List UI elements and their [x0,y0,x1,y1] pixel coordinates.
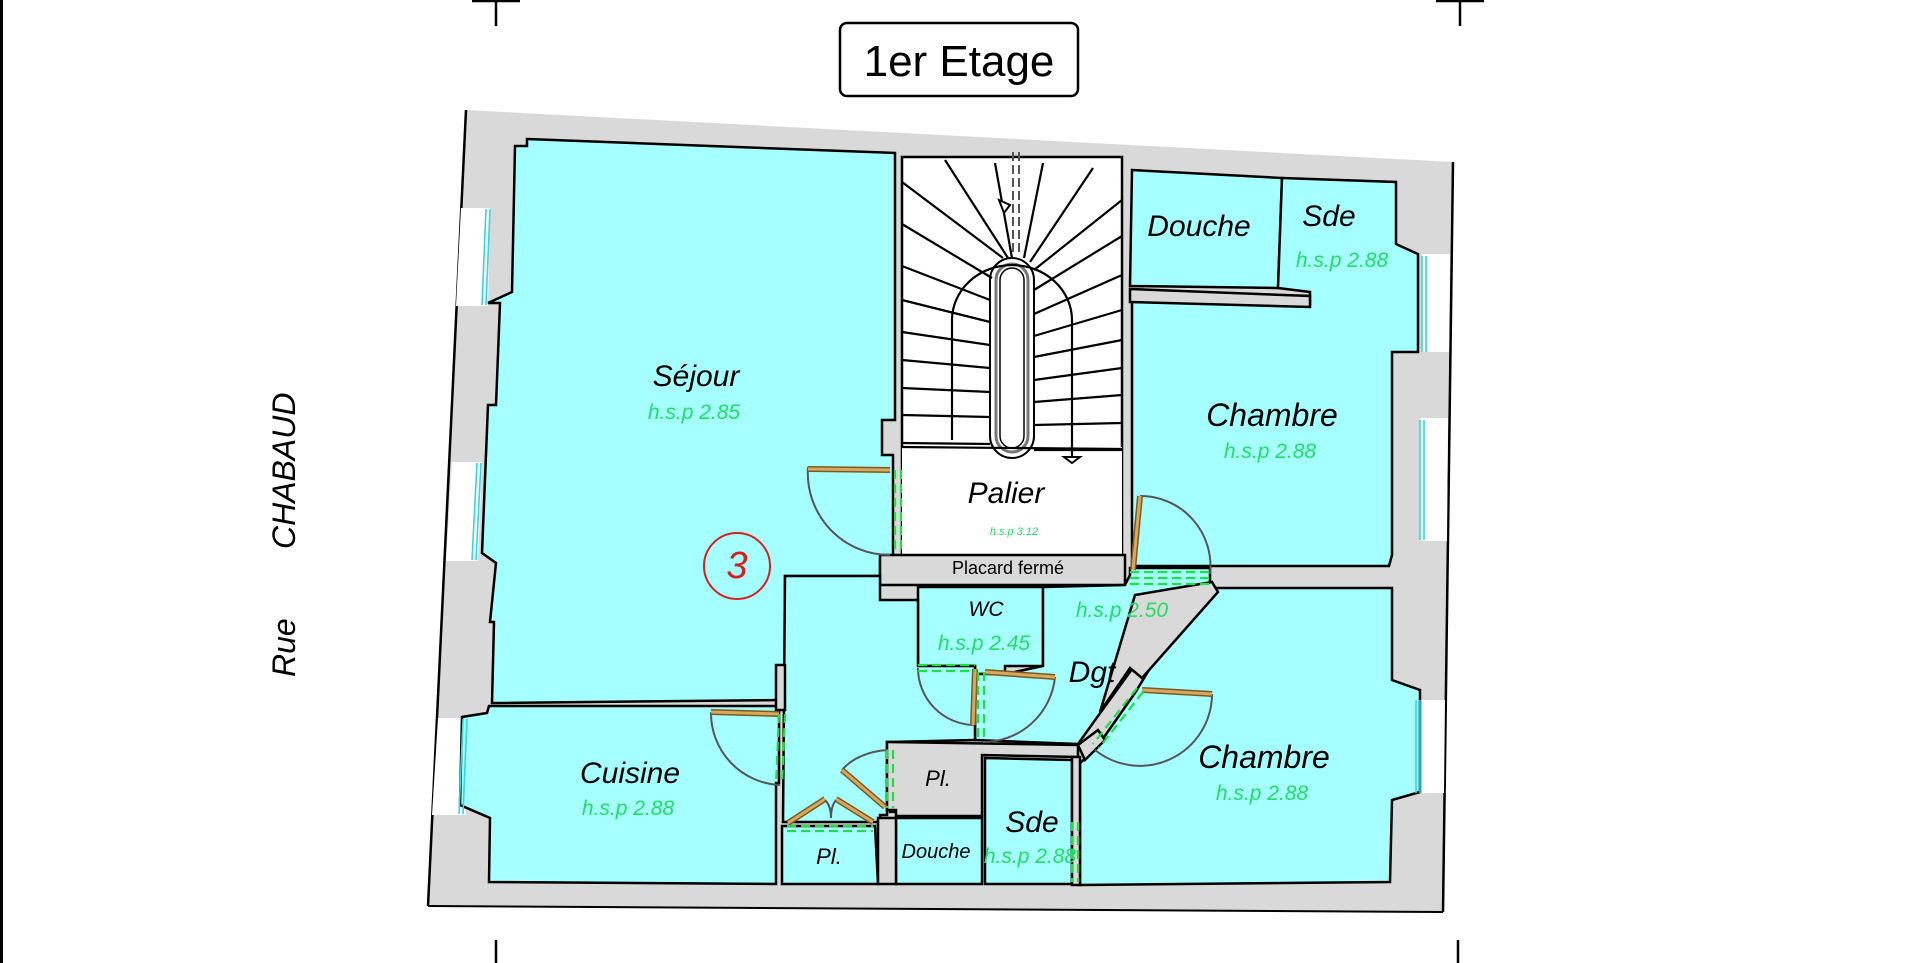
room-sejour [480,137,897,705]
room-chambre-bottom [1078,586,1422,887]
label-wc: WC [969,598,1005,621]
label-palier: Palier [968,477,1046,510]
room-sde-top [1130,176,1420,568]
label-pl-upper: Pl. [925,766,951,791]
crop-mark-top-right [1436,0,1484,26]
label-chambre-top: Chambre [1206,397,1338,433]
floor-title: 1er Etage [864,37,1055,86]
street-label: Rue CHABAUD [266,393,302,677]
hsp-sejour: h.s.p 2.85 [648,401,741,424]
hsp-wc: h.s.p 2.45 [938,632,1031,655]
hsp-chambre-top: h.s.p 2.88 [1224,440,1317,463]
window-glazing [458,208,1427,815]
label-sejour: Séjour [653,360,741,393]
hsp-chambre-bottom: h.s.p 2.88 [1216,782,1309,805]
label-dgt: Dgt [1069,656,1117,689]
label-pl-lower: Pl. [816,844,842,869]
door-wc[interactable] [917,663,978,726]
label-sde-top: Sde [1302,200,1355,233]
hsp-dgt: h.s.p 2.50 [1076,599,1169,622]
staircase [901,152,1123,465]
door-sejour-palier[interactable] [806,466,903,557]
label-placard-ferme: Placard fermé [952,558,1064,578]
right-windows [1416,254,1450,793]
street-label-name: CHABAUD [266,393,302,549]
door-pl-lower[interactable] [786,796,875,833]
unit-marker-number: 3 [726,545,747,587]
door-chambre-bottom[interactable] [1092,687,1213,767]
room-cuisine [458,704,781,886]
label-chambre-bottom: Chambre [1198,739,1330,775]
label-douche-bottom: Douche [902,841,971,863]
hsp-sde-top: h.s.p 2.88 [1296,249,1389,272]
crop-mark-top-left [472,0,520,26]
hsp-sde-bottom: h.s.p 2.88 [984,845,1077,868]
label-sde-bottom: Sde [1005,806,1058,839]
label-cuisine: Cuisine [580,757,680,790]
exterior-wall-right-line [1441,161,1455,913]
room-palier [902,447,1122,555]
door-chambre-top[interactable] [1130,494,1212,586]
hsp-cuisine: h.s.p 2.88 [582,797,675,820]
door-dgt-lower[interactable] [976,669,1056,744]
title-box: 1er Etage [838,21,1080,98]
exterior-wall-bottom-line [427,905,1444,913]
door-cuisine[interactable] [709,709,787,786]
hsp-palier: h.s.p 3.12 [990,526,1038,538]
placard-ferme [878,553,1127,587]
label-douche-top: Douche [1147,210,1250,243]
street-label-rue: Rue [266,618,302,677]
door-pl-upper[interactable] [840,749,895,810]
unit-marker-circle [703,532,771,600]
